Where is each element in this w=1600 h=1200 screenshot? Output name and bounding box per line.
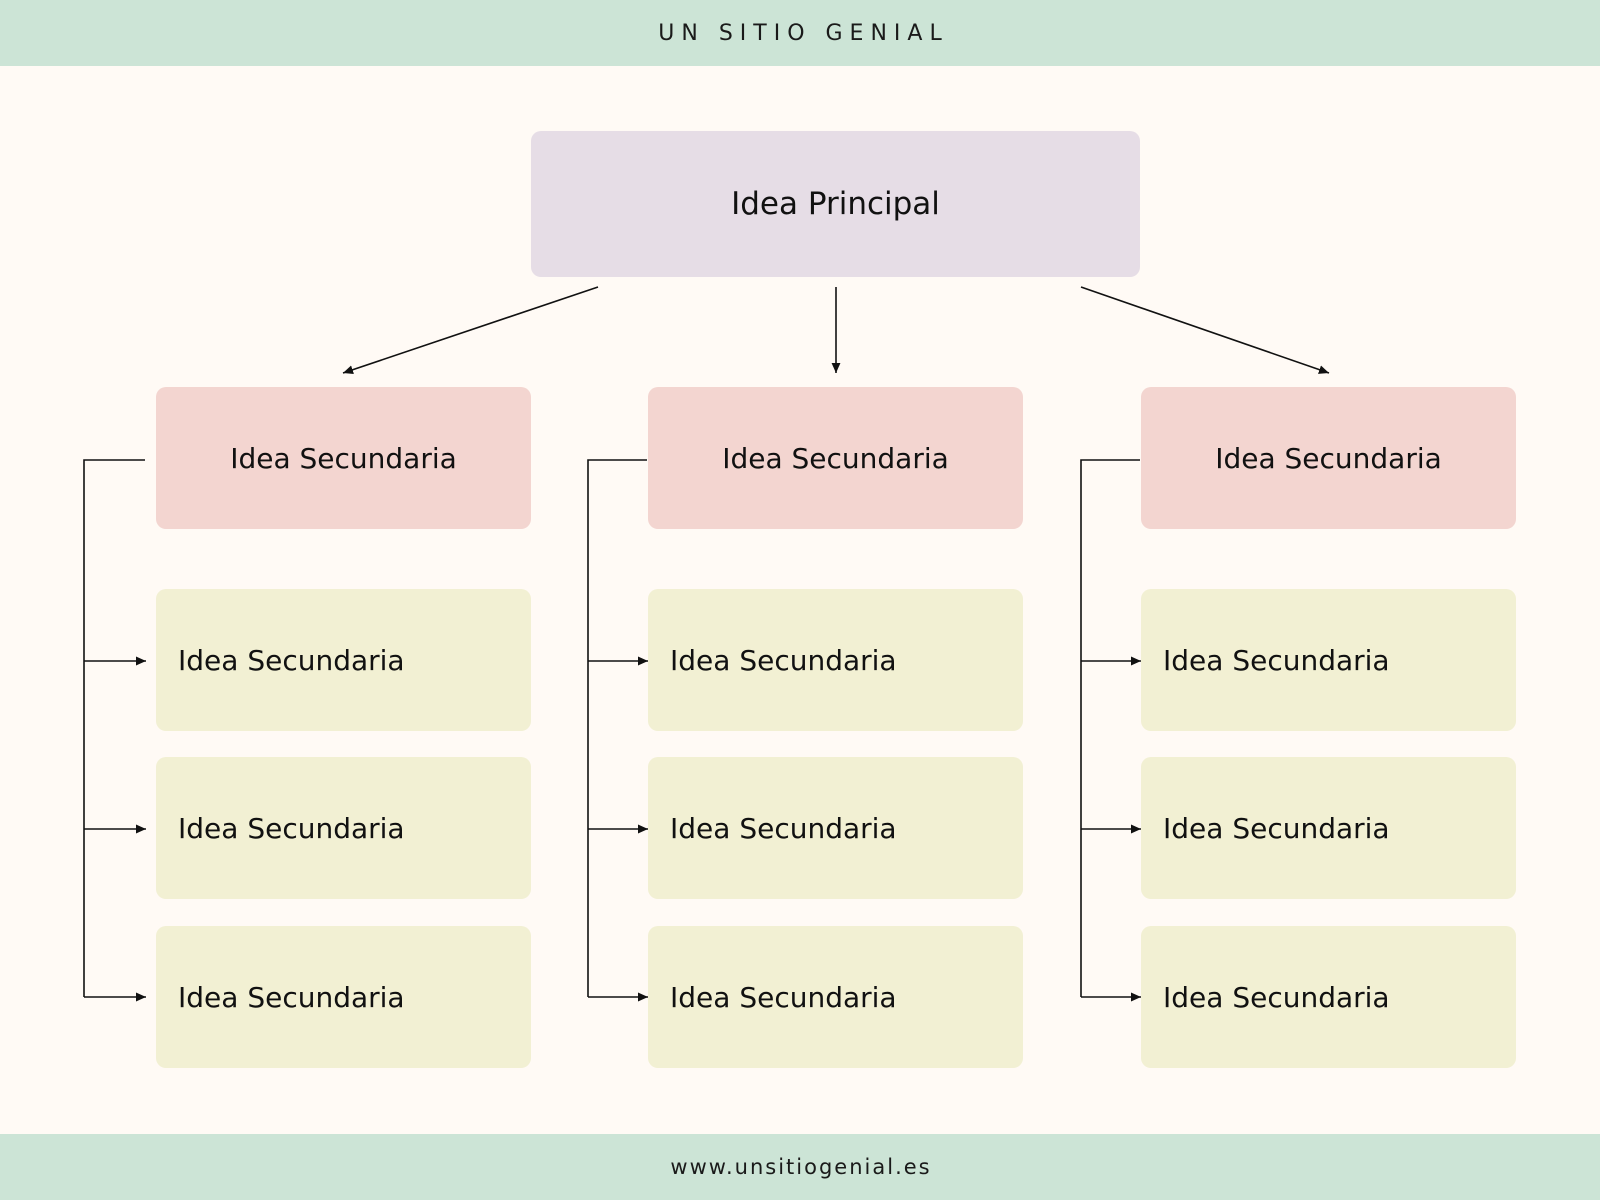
- main-idea-box: Idea Principal: [531, 131, 1140, 277]
- sub-idea-box-2-3: Idea Secundaria: [648, 926, 1023, 1068]
- sub-idea-box-3-1: Idea Secundaria: [1141, 589, 1516, 731]
- sub-idea-box-3-2: Idea Secundaria: [1141, 757, 1516, 899]
- sub-idea-label: Idea Secundaria: [1163, 643, 1390, 677]
- sub-idea-label: Idea Secundaria: [670, 811, 897, 845]
- sub-idea-box-1-2: Idea Secundaria: [156, 757, 531, 899]
- sub-idea-box-1-1: Idea Secundaria: [156, 589, 531, 731]
- sub-idea-label: Idea Secundaria: [178, 643, 405, 677]
- sub-idea-label: Idea Secundaria: [178, 980, 405, 1014]
- secondary-idea-box-2: Idea Secundaria: [648, 387, 1023, 529]
- footer-band: www.unsitiogenial.es: [0, 1134, 1600, 1200]
- secondary-idea-box-3: Idea Secundaria: [1141, 387, 1516, 529]
- sub-idea-box-1-3: Idea Secundaria: [156, 926, 531, 1068]
- bracket-column-2: [587, 459, 647, 997]
- arrow-principal-to-secondary-3: [1080, 286, 1330, 374]
- secondary-idea-label: Idea Secundaria: [1215, 441, 1442, 475]
- secondary-idea-box-1: Idea Secundaria: [156, 387, 531, 529]
- sub-idea-label: Idea Secundaria: [670, 643, 897, 677]
- secondary-idea-label: Idea Secundaria: [230, 441, 457, 475]
- sub-idea-box-2-2: Idea Secundaria: [648, 757, 1023, 899]
- header-band: UN SITIO GENIAL: [0, 0, 1600, 66]
- bracket-column-3: [1080, 459, 1140, 997]
- sub-idea-label: Idea Secundaria: [1163, 980, 1390, 1014]
- secondary-idea-label: Idea Secundaria: [722, 441, 949, 475]
- sub-idea-label: Idea Secundaria: [178, 811, 405, 845]
- site-title: UN SITIO GENIAL: [658, 20, 949, 46]
- site-url: www.unsitiogenial.es: [670, 1155, 932, 1179]
- arrow-principal-to-secondary-1: [342, 286, 599, 375]
- bracket-column-1: [83, 459, 145, 997]
- sub-idea-box-3-3: Idea Secundaria: [1141, 926, 1516, 1068]
- sub-idea-label: Idea Secundaria: [1163, 811, 1390, 845]
- main-idea-label: Idea Principal: [731, 186, 940, 222]
- sub-idea-box-2-1: Idea Secundaria: [648, 589, 1023, 731]
- sub-idea-label: Idea Secundaria: [670, 980, 897, 1014]
